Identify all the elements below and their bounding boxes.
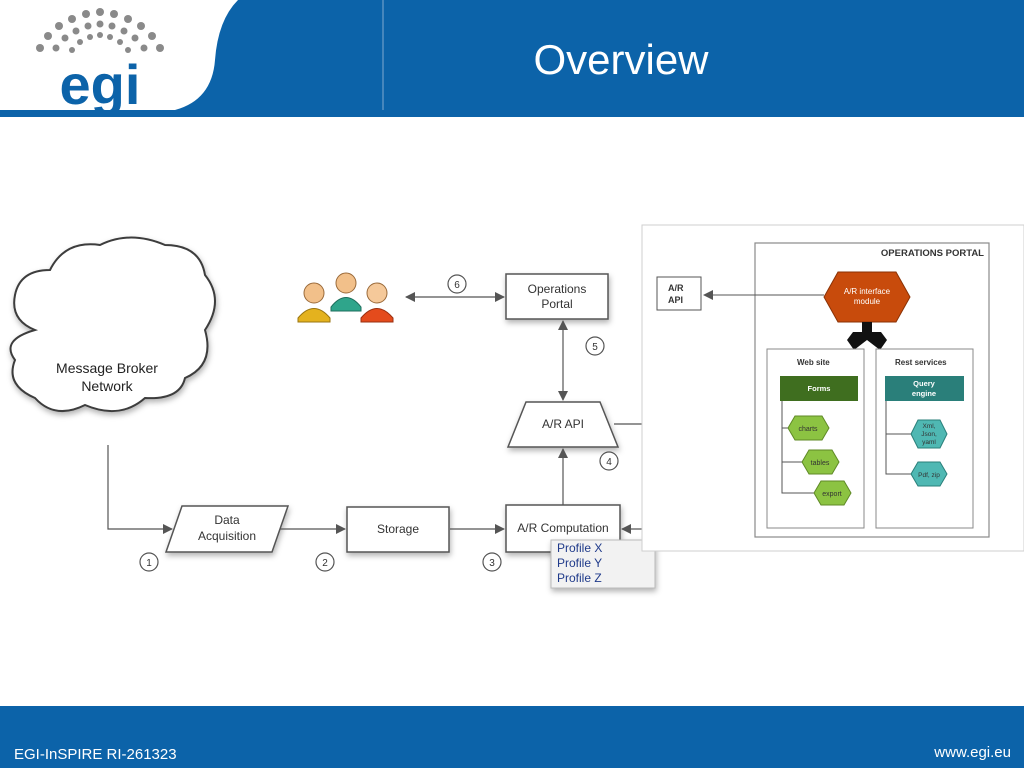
svg-text:yaml: yaml — [922, 439, 936, 446]
egi-logo-icon — [36, 8, 164, 53]
svg-text:5: 5 — [592, 342, 598, 353]
data-acq-label-line2: Acquisition — [198, 529, 256, 543]
fork-arrow-icon — [847, 322, 887, 350]
svg-text:Pdf, zip: Pdf, zip — [918, 472, 940, 479]
operations-portal-node: Operations Portal — [505, 273, 609, 320]
rest-title: Rest services — [895, 358, 947, 367]
forms-label: Forms — [808, 384, 831, 393]
svg-text:export: export — [822, 491, 842, 498]
ar-api-small-node: A/R API — [656, 276, 702, 311]
step-badge: 1 — [139, 552, 159, 572]
website-title: Web site — [797, 358, 830, 367]
step-badge: 2 — [315, 552, 335, 572]
step-badge: 3 — [482, 552, 502, 572]
ops-portal-label-line2: Portal — [541, 297, 572, 311]
logo-panel: egi — [0, 0, 384, 110]
footer-project-id: EGI-InSPIRE RI-261323 — [14, 746, 177, 763]
logo-text: egi — [60, 53, 141, 110]
svg-text:Xml,: Xml, — [923, 423, 936, 430]
profiles-box: Profile X Profile Y Profile Z — [550, 539, 656, 589]
svg-text:Json,: Json, — [921, 431, 937, 438]
xml-json-leaf: Xml, Json, yaml — [910, 419, 948, 449]
architecture-diagram: Message Broker Network Operations Portal… — [9, 224, 1024, 589]
module-label-line2: module — [854, 297, 881, 306]
footer-bar — [0, 706, 1024, 768]
step-badge: 5 — [585, 336, 605, 356]
svg-text:6: 6 — [454, 280, 460, 291]
profile-item: Profile Y — [557, 556, 602, 570]
svg-text:4: 4 — [606, 457, 612, 468]
broker-label-line2: Network — [81, 378, 133, 394]
storage-node: Storage — [346, 506, 450, 553]
ar-computation-label: A/R Computation — [517, 521, 608, 535]
ar-api-small-line1: A/R — [668, 283, 684, 293]
svg-text:tables: tables — [811, 460, 830, 467]
data-acq-label-line1: Data — [214, 513, 240, 527]
users-icon — [297, 272, 394, 323]
svg-text:charts: charts — [798, 426, 818, 433]
footer-website-link[interactable]: www.egi.eu — [934, 744, 1011, 761]
profile-item: Profile Z — [557, 571, 602, 585]
profile-item: Profile X — [557, 541, 602, 555]
export-leaf: export — [813, 480, 852, 506]
charts-leaf: charts — [787, 415, 830, 441]
step-badge: 4 — [599, 451, 619, 471]
svg-text:1: 1 — [146, 558, 152, 569]
message-broker-cloud: Message Broker Network — [9, 236, 216, 413]
data-acquisition-node: Data Acquisition — [164, 505, 290, 553]
query-label-line1: Query — [913, 379, 936, 388]
pdf-zip-leaf: Pdf, zip — [910, 461, 948, 487]
storage-label: Storage — [377, 522, 419, 536]
ar-api-node: A/R API — [506, 401, 620, 448]
module-label-line1: A/R interface — [844, 287, 891, 296]
ar-api-small-line2: API — [668, 295, 683, 305]
svg-text:3: 3 — [489, 558, 495, 569]
ops-portal-label-line1: Operations — [528, 282, 587, 296]
tables-leaf: tables — [801, 449, 840, 475]
ar-interface-module: A/R interface module — [823, 271, 911, 323]
portal-box-title: OPERATIONS PORTAL — [881, 248, 984, 259]
svg-text:2: 2 — [322, 558, 328, 569]
broker-label-line1: Message Broker — [56, 360, 158, 376]
page-title: Overview — [533, 36, 709, 83]
operations-portal-detail: A/R API OPERATIONS PORTAL A/R interface … — [641, 224, 1024, 552]
step-badge: 6 — [447, 274, 467, 294]
query-label-line2: engine — [912, 389, 936, 398]
ar-api-label: A/R API — [542, 417, 584, 431]
